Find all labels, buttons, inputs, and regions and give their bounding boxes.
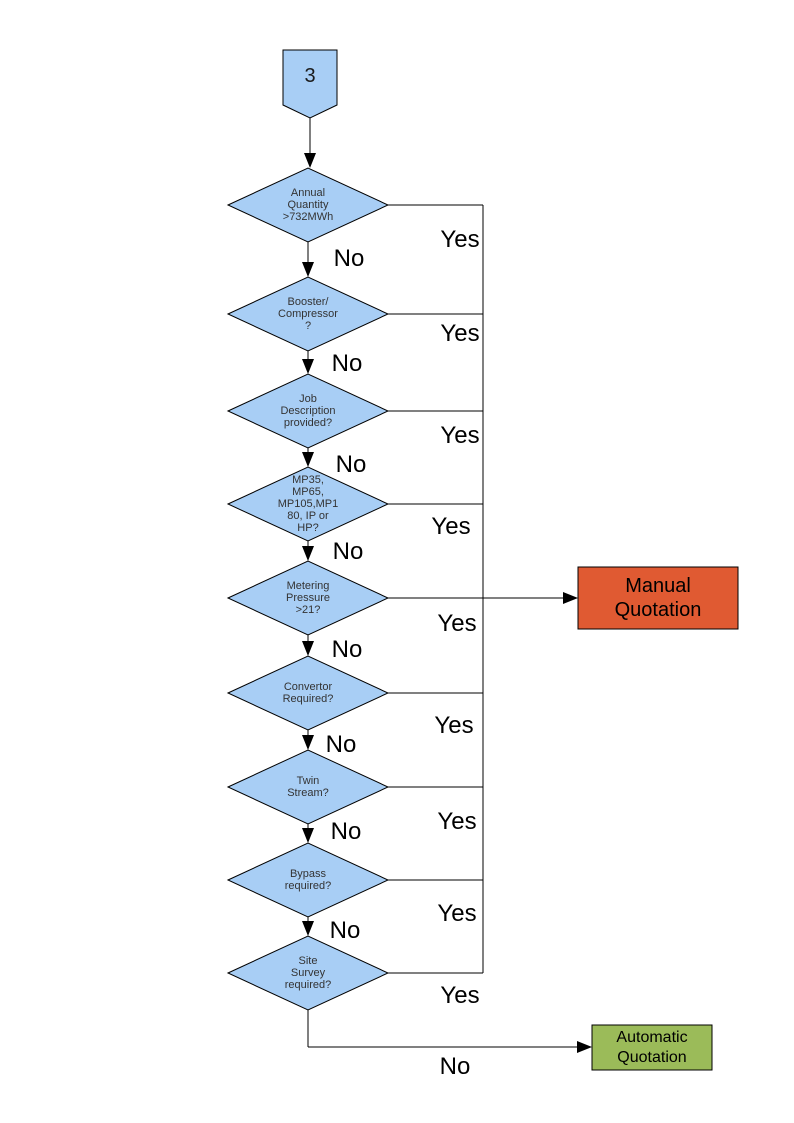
yes-label-9: Yes <box>440 982 480 1009</box>
arrowhead-down-icon <box>302 828 314 843</box>
arrowhead-down-icon <box>302 359 314 374</box>
decision-label-job-description: Job Description provided? <box>280 393 336 429</box>
decision-label-annual-quantity: Annual Quantity >732MWh <box>282 187 334 223</box>
no-label-2: No <box>331 350 363 377</box>
arrowhead-down-icon <box>302 452 314 467</box>
no-label-4: No <box>332 538 364 565</box>
arrowhead-right-icon <box>563 592 578 604</box>
no-label-6: No <box>325 731 357 758</box>
decision-label-convertor-required: Convertor Required? <box>282 681 334 705</box>
no-label-5: No <box>331 636 363 663</box>
yes-label-4: Yes <box>431 513 471 540</box>
yes-label-5: Yes <box>437 610 477 637</box>
yes-label-3: Yes <box>440 422 480 449</box>
arrowhead-right-icon <box>577 1041 592 1053</box>
arrowhead-down-icon <box>302 921 314 936</box>
yes-label-1: Yes <box>440 226 480 253</box>
decision-label-pressure-tier: MP35, MP65, MP105,MP1 80, IP or HP? <box>277 474 339 534</box>
yes-label-2: Yes <box>440 320 480 347</box>
arrowhead-down-icon <box>302 641 314 656</box>
decision-label-twin-stream: Twin Stream? <box>287 775 329 799</box>
yes-label-6: Yes <box>434 712 474 739</box>
decision-label-booster-compressor: Booster/ Compressor ? <box>278 296 338 332</box>
no-label-7: No <box>330 818 362 845</box>
automatic-quotation-label: Automatic Quotation <box>616 1028 688 1066</box>
yes-label-7: Yes <box>437 808 477 835</box>
offpage-connector-label: 3 <box>304 64 316 87</box>
arrowhead-down-icon <box>304 153 316 168</box>
decision-label-metering-pressure: Metering Pressure >21? <box>285 580 331 616</box>
manual-quotation-label: Manual Quotation <box>614 575 702 621</box>
automatic-quotation-box <box>591 1024 713 1071</box>
no-label-8: No <box>329 917 361 944</box>
no-label-1: No <box>333 245 365 272</box>
no-label-final: No <box>439 1053 471 1080</box>
yes-label-8: Yes <box>437 900 477 927</box>
decision-label-site-survey: Site Survey required? <box>284 955 332 991</box>
arrowhead-down-icon <box>302 546 314 561</box>
arrowhead-down-icon <box>302 262 314 277</box>
offpage-connector-shape <box>282 49 338 119</box>
decision-label-bypass-required: Bypass required? <box>284 868 332 892</box>
no-label-3: No <box>335 451 367 478</box>
arrowhead-down-icon <box>302 735 314 750</box>
manual-quotation-box <box>577 566 739 630</box>
